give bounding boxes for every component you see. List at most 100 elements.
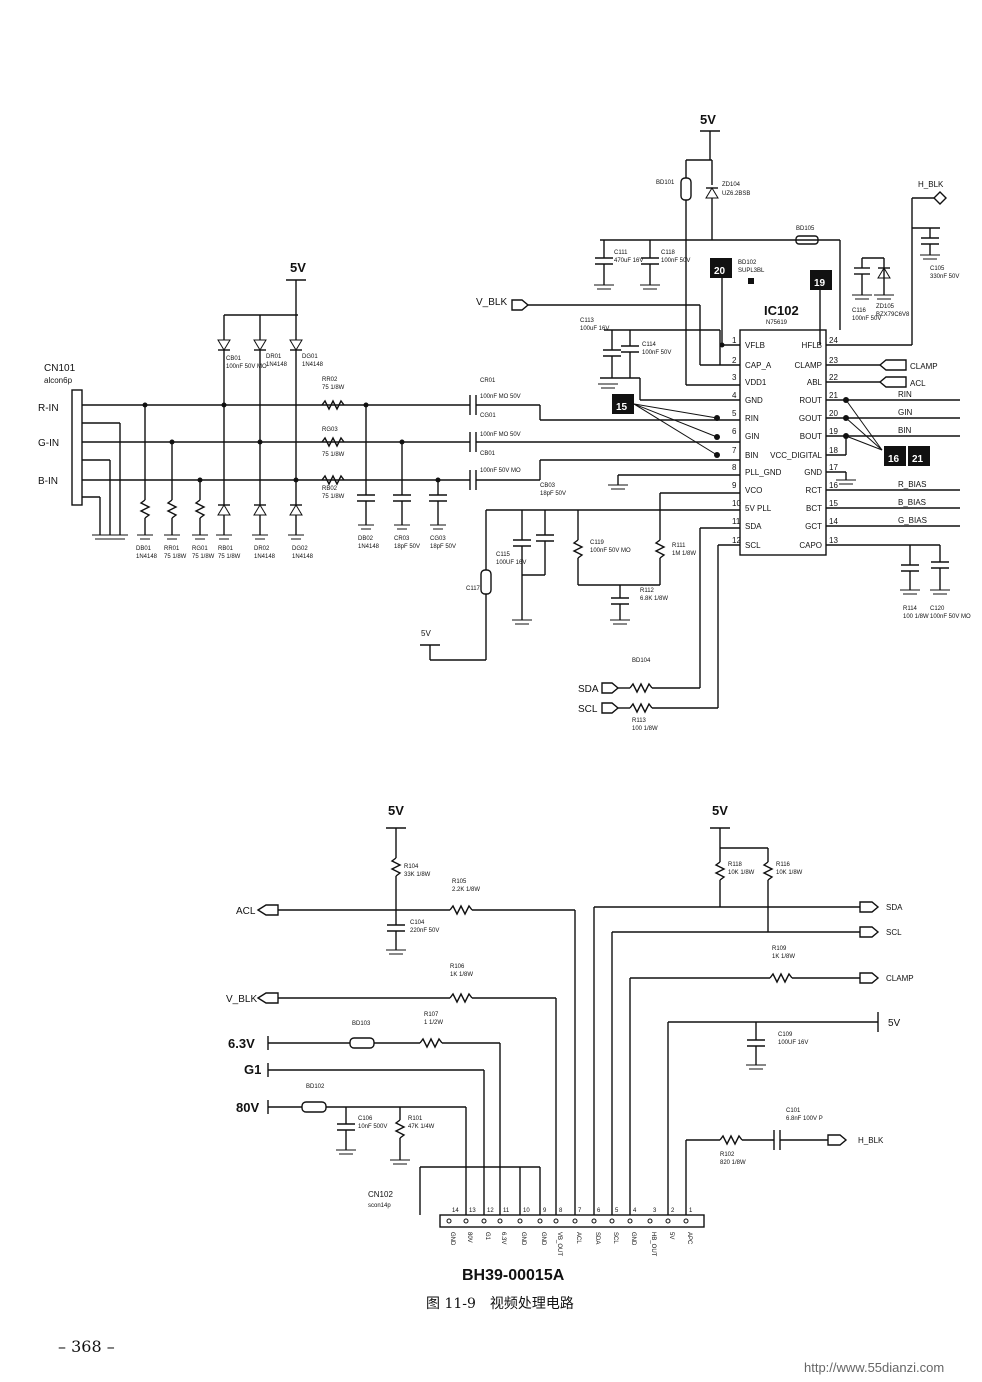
board-id: BH39-00015A <box>462 1267 565 1284</box>
c101-val: 6.8nF 100V P <box>786 1116 823 1122</box>
r111-ref: C119 <box>590 540 605 546</box>
rr01-ref: DB01 <box>136 546 152 552</box>
ic102-pin-number: 8 <box>732 463 737 472</box>
cn102-part: scon14p <box>368 1203 391 1209</box>
ic102-pin-name: VFLB <box>745 341 765 350</box>
cn102-pin-name: 5V <box>668 1232 674 1239</box>
cn102-pin-name: SDA <box>594 1232 600 1244</box>
cn102-pin-number: 3 <box>653 1208 657 1214</box>
ic102-pin-number: 22 <box>829 373 838 382</box>
ic102-pin-number: 24 <box>829 336 838 345</box>
r112-resistor <box>654 539 666 559</box>
ic102-pin-number: 19 <box>829 427 838 436</box>
cn102-pin-name: ACL <box>575 1232 581 1244</box>
ic102-pin-number: 7 <box>732 446 737 455</box>
cn102-pin-name: GND <box>449 1232 455 1246</box>
cr03-val: 1N4148 <box>358 544 380 550</box>
r101-ref: R101 <box>408 1116 423 1122</box>
c113-val: 100uF 16V <box>580 326 609 332</box>
ic102-pin-number: 16 <box>829 481 838 490</box>
input-b-in: B-IN <box>38 476 58 487</box>
diode <box>217 339 231 351</box>
bottom-5v-a-label: 5V <box>388 803 404 818</box>
net-scl-bottom: SCL <box>886 928 902 937</box>
c120-ref: R114 <box>903 606 918 612</box>
r111-resistor <box>572 539 584 559</box>
cn102-pin-number: 9 <box>543 1208 547 1214</box>
c117-val: 6.8K 1/8W <box>640 596 668 602</box>
r112-ref: R111 <box>672 543 686 549</box>
rb02-resistor <box>321 474 345 486</box>
cn102-pin-name: APC <box>686 1232 692 1245</box>
ic102-label: IC102 <box>764 303 799 318</box>
ic102-pin-name: RIN <box>745 414 759 423</box>
ic102-pin-number: 2 <box>732 356 737 365</box>
cr03-ref: DB02 <box>358 536 374 542</box>
c104-val: 220nF 50V <box>410 928 439 934</box>
ic102-pin-name: VCC_DIGITAL <box>770 451 822 460</box>
ic102-pin-number: 14 <box>829 517 838 526</box>
cn102-pin-number: 13 <box>469 1208 476 1214</box>
r118-val: 10K 1/8W <box>728 870 755 876</box>
c116-ref: C116 <box>852 308 867 314</box>
cn102-pin-number: 10 <box>523 1208 530 1214</box>
marker-20: 20 <box>710 258 732 278</box>
ic102-pin-number: 21 <box>829 391 838 400</box>
cn102-pin-name: VB_OUT <box>556 1232 562 1256</box>
termination-resistor <box>194 499 206 519</box>
ic102-pin-name: BIN <box>745 451 759 460</box>
ic102-pin-name: GIN <box>745 432 759 441</box>
c119b-val: 100nF 50V MO <box>930 614 971 620</box>
ic102-pin-name: SDA <box>745 522 762 531</box>
bottom-schematic: 5V R104 33K 1/8W ACL R105 2.2K 1/8W C104… <box>226 803 914 1257</box>
ic102-pin-name: BCT <box>806 504 822 513</box>
dg02-ref: DR02 <box>254 546 270 552</box>
rr02-val: 75 1/8W <box>322 385 345 391</box>
dr01-val: 100nF 50V MO <box>226 364 267 370</box>
ic102-left-pins: 1VFLB2CAP_A3VDD14GND5RIN6GIN7BIN8PLL_GND… <box>732 336 782 550</box>
input-r-in: R-IN <box>38 403 59 414</box>
svg-text:15: 15 <box>616 402 628 413</box>
left-5v-supply-label: 5V <box>290 260 306 275</box>
net-rin-top: RIN <box>898 390 912 399</box>
ground-symbols-top-left <box>594 284 660 290</box>
ic102-pin-number: 18 <box>829 446 838 455</box>
c117-ref: R112 <box>640 588 655 594</box>
cr01-val: 100nF MO 50V <box>480 394 521 400</box>
top-schematic: 5V BD101 ZD104 UZ6.2BSB BD105 C111 470uF… <box>38 112 971 732</box>
dr02-val: 75 1/8W <box>218 554 241 560</box>
dr02-ref: RB01 <box>218 546 234 552</box>
c118-val: 100nF 50V <box>661 258 690 264</box>
cr01-ref: CR01 <box>480 378 496 384</box>
zd105-ref: ZD105 <box>876 304 895 310</box>
coupling-capacitors <box>469 395 477 490</box>
ic102-pin-number: 10 <box>732 499 741 508</box>
c120-val: 100 1/8W <box>903 614 929 620</box>
ic102-pin-number: 12 <box>732 536 741 545</box>
termination-resistors <box>92 402 304 540</box>
c101-ref: C101 <box>786 1108 801 1114</box>
cn102-pin-number: 1 <box>689 1208 693 1214</box>
bd104-bead <box>480 569 492 595</box>
ic102-pin-number: 23 <box>829 356 838 365</box>
dg01-ref: DR01 <box>266 354 282 360</box>
cn102-pin-name: GND <box>540 1232 546 1246</box>
c115-val: 18pF 50V <box>540 491 566 497</box>
dg02-val: 1N4148 <box>254 554 276 560</box>
zd104-ref: ZD104 <box>722 182 741 188</box>
cn102-pin-number: 5 <box>615 1208 619 1214</box>
cn102-ref: CN102 <box>368 1190 393 1199</box>
r109-ref: R109 <box>772 946 787 952</box>
termination-resistor <box>139 499 151 519</box>
c119-ref: C115 <box>496 552 511 558</box>
net-v-blk-bottom: V_BLK <box>226 994 257 1005</box>
cn102-pin-name: G1 <box>484 1232 490 1241</box>
net-scl-top: SCL <box>578 704 598 715</box>
rb01-val: 75 1/8W <box>192 554 215 560</box>
r104-ref: R104 <box>404 864 419 870</box>
db01-ref: DG01 <box>302 354 318 360</box>
cn102-pin-number: 4 <box>633 1208 637 1214</box>
net-6v3: 6.3V <box>228 1036 255 1051</box>
net-h-blk-top: H_BLK <box>918 180 944 189</box>
diode <box>289 504 303 516</box>
